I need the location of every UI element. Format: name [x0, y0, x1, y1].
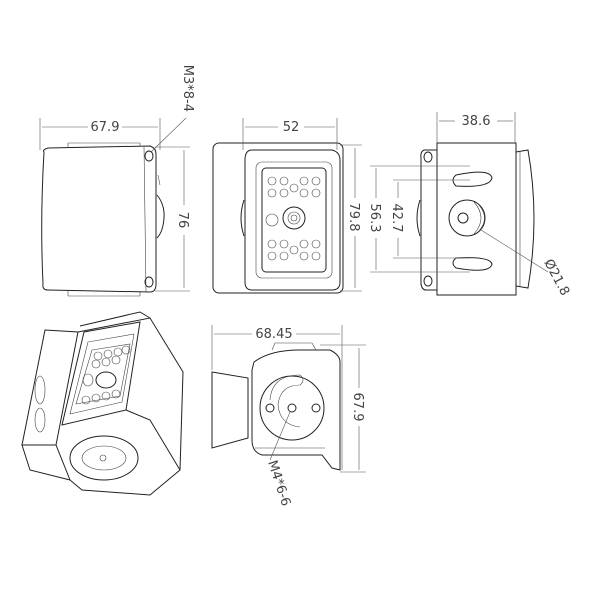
- bottom-view: 68.45 67.9 M4*6-6: [211, 325, 366, 509]
- rear-view: 38.6 56.3 42.7 Ø21.8: [367, 112, 572, 298]
- led-array: [267, 176, 321, 261]
- side-view: 67.9 76 M3*8-4: [39, 65, 195, 297]
- dim-front-height: 79.8: [346, 203, 361, 232]
- dim-front-width: 52: [283, 120, 300, 135]
- side-screw-label: M3*8-4: [180, 65, 195, 112]
- bottom-screw-label: M4*6-6: [264, 459, 293, 509]
- dim-rear-slot-outer: 56.3: [367, 204, 382, 233]
- dim-rear-width: 38.6: [462, 114, 491, 129]
- isometric-view: [21, 311, 184, 496]
- mount-plate: [259, 375, 325, 441]
- dim-bottom-width: 68.45: [255, 327, 292, 342]
- front-view: 52 79.8: [212, 118, 362, 294]
- camera-lens: [282, 206, 306, 230]
- dim-side-height: 76: [175, 212, 190, 229]
- dim-bottom-height: 67.9: [350, 393, 365, 422]
- dim-rear-mount-diameter: Ø21.8: [540, 257, 572, 299]
- dim-rear-slot-inner: 42.7: [389, 204, 404, 233]
- dim-side-width: 67.9: [91, 120, 120, 135]
- mount-boss: [448, 199, 486, 237]
